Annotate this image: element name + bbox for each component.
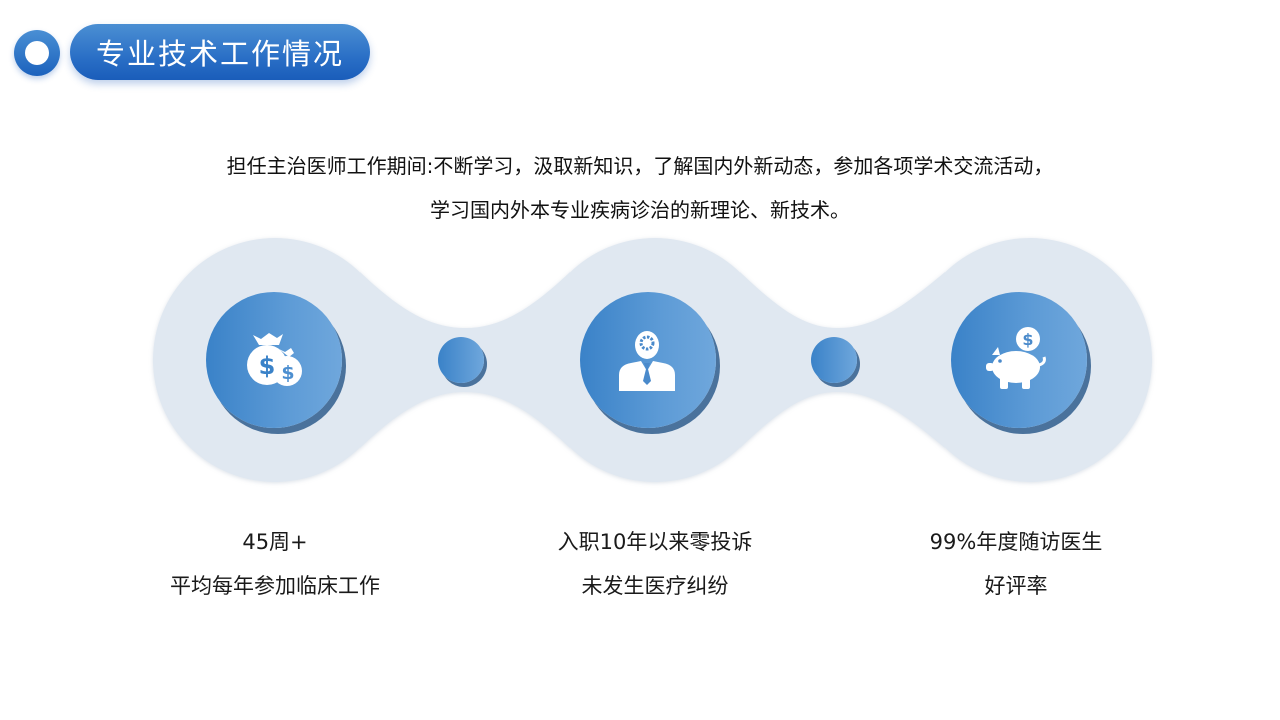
stat-desc-2: 未发生医疗纠纷 [581, 574, 729, 598]
connector-dot-1 [438, 337, 484, 383]
stat-caption-2: 入职10年以来零投诉 未发生医疗纠纷 [505, 520, 805, 608]
piggy-bank-badge: $ [951, 292, 1087, 428]
section-title: 专业技术工作情况 [95, 37, 344, 71]
stat-value-3: 99%年度随访医生 [929, 530, 1103, 554]
svg-text:$: $ [1022, 330, 1033, 349]
money-bags-badge: $ $ [206, 292, 342, 428]
stat-value-1: 45周+ [242, 530, 308, 554]
connector-dot-2 [811, 337, 857, 383]
stat-caption-3: 99%年度随访医生 好评率 [866, 520, 1166, 608]
stat-caption-1: 45周+ 平均每年参加临床工作 [125, 520, 425, 608]
stat-value-2: 入职10年以来零投诉 [557, 530, 753, 554]
person-gear-icon [619, 331, 675, 391]
svg-text:$: $ [281, 362, 294, 384]
money-bags-icon: $ $ [247, 333, 302, 386]
intro-line-2: 学习国内外本专业疾病诊治的新理论、新技术。 [430, 198, 850, 222]
stat-desc-1: 平均每年参加临床工作 [170, 574, 380, 598]
intro-line-1: 担任主治医师工作期间:不断学习，汲取新知识，了解国内外新动态，参加各项学术交流活… [226, 154, 1054, 178]
person-gear-badge [580, 292, 716, 428]
svg-text:$: $ [259, 352, 276, 380]
title-ring-icon [14, 30, 60, 76]
piggy-bank-icon: $ [986, 327, 1046, 389]
intro-paragraph: 担任主治医师工作期间:不断学习，汲取新知识，了解国内外新动态，参加各项学术交流活… [0, 144, 1280, 232]
section-title-banner: 专业技术工作情况 [70, 24, 370, 80]
stat-desc-3: 好评率 [984, 574, 1048, 598]
